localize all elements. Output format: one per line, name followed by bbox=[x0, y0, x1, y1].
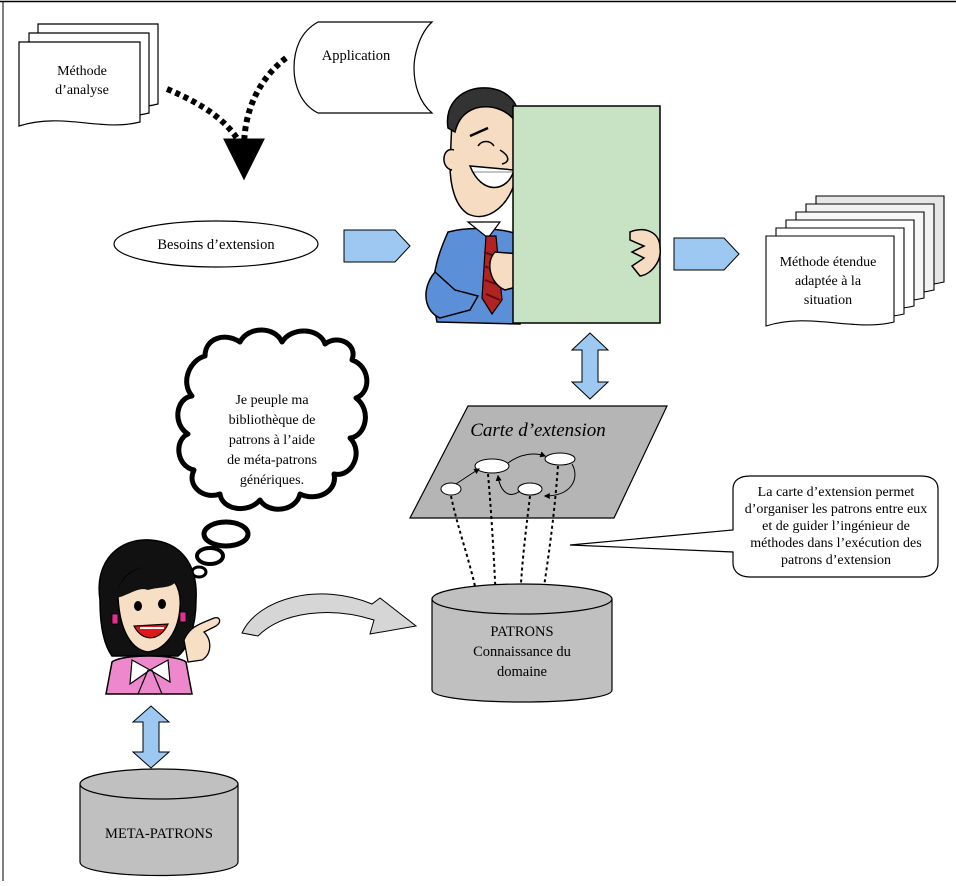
dotted-arrow-from-application bbox=[240, 55, 288, 153]
callout-line3: et de guider l’ingénieur de bbox=[762, 519, 910, 534]
thought-line4: de méta-patrons bbox=[227, 453, 317, 468]
extended-method-line2: adaptée à la bbox=[795, 274, 862, 289]
method-analysis-line2: d’analyse bbox=[55, 83, 109, 98]
patrons-line1: PATRONS bbox=[490, 624, 553, 640]
double-arrow-engineer-map bbox=[570, 332, 610, 400]
patrons-line2: Connaissance du bbox=[473, 644, 571, 660]
double-arrow-woman-meta bbox=[131, 705, 171, 769]
method-analysis-line1: Méthode bbox=[57, 64, 107, 79]
application-label: Application bbox=[322, 48, 391, 64]
meta-patrons-database bbox=[79, 768, 239, 877]
extended-method-line1: Méthode étendue bbox=[780, 255, 877, 270]
extension-map-title: Carte d’extension bbox=[470, 420, 606, 441]
application-stored-data bbox=[293, 21, 434, 114]
extension-map-graph bbox=[440, 451, 576, 499]
extended-method-line3: situation bbox=[804, 293, 852, 308]
needs-ellipse bbox=[113, 220, 319, 268]
dotted-arrow-from-method bbox=[165, 86, 247, 152]
thought-line3: patrons à l’aide bbox=[229, 433, 315, 448]
extension-map-parallelogram bbox=[409, 405, 668, 519]
method-engineer-figure bbox=[425, 87, 523, 325]
meta-patrons-label: META-PATRONS bbox=[105, 826, 213, 842]
method-analysis-document bbox=[18, 23, 159, 127]
needs-label: Besoins d’extension bbox=[157, 237, 275, 253]
block-arrow-engineer-to-method bbox=[673, 237, 740, 271]
engineer-right-hand bbox=[629, 228, 661, 277]
callout-box bbox=[569, 475, 939, 578]
patrons-line3: domaine bbox=[497, 664, 547, 680]
callout-line1: La carte d’extension permet bbox=[758, 485, 915, 500]
callout-line2: d’organiser les patrons entre eux bbox=[745, 502, 927, 517]
thought-line1: Je peuple ma bbox=[235, 393, 309, 408]
patrons-database bbox=[431, 583, 613, 703]
woman-figure bbox=[98, 539, 221, 695]
thought-cloud bbox=[175, 327, 370, 579]
callout-line4: méthodes dans l’exécution des bbox=[750, 536, 921, 551]
curved-arrow-to-patrons bbox=[241, 593, 418, 637]
callout-line5: patrons d’extension bbox=[781, 553, 891, 568]
green-paper-document bbox=[512, 105, 661, 324]
block-arrow-needs-to-engineer bbox=[343, 229, 411, 263]
extended-method-document bbox=[765, 195, 945, 327]
thought-line2: bibliothèque de bbox=[229, 413, 316, 428]
thought-line5: génériques. bbox=[240, 473, 304, 488]
